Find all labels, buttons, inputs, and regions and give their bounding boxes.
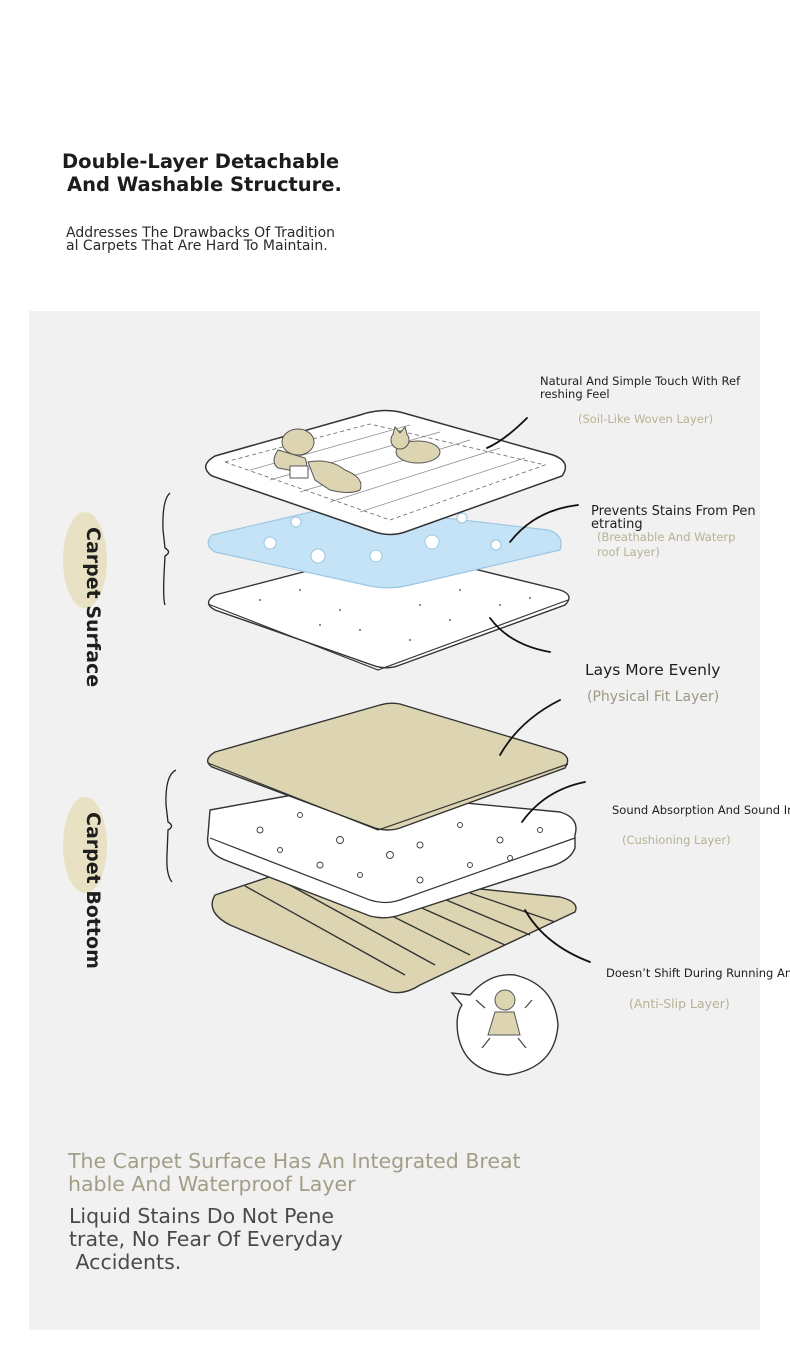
leader-base: [489, 617, 551, 653]
antislip-layer-name: (Anti-Slip Layer): [629, 996, 730, 1011]
leader-waterproof: [509, 504, 579, 543]
waterproof-layer-name: (Breathable And Waterp roof Layer): [597, 530, 787, 560]
fit-layer-desc: Lays More Evenly: [585, 661, 721, 679]
page-title: Double-Layer Detachable And Washable Str…: [62, 150, 402, 196]
carpet-surface-label: Carpet Surface: [82, 527, 104, 688]
subtitle-line-2: al Carpets That Are Hard To Maintain.: [66, 238, 328, 254]
surface-label-blob: [63, 512, 107, 608]
woven-layer-name: (Soil-Like Woven Layer): [578, 412, 714, 426]
title-line-1: Double-Layer Detachable: [62, 150, 340, 173]
title-line-2: And Washable Structure.: [67, 173, 342, 196]
subtitle-line-1: Addresses The Drawbacks Of Tradition: [66, 225, 336, 241]
waterproof-layer: [207, 506, 562, 589]
waterproof-name-line-2: roof Layer): [597, 545, 660, 559]
footer-title-line-1: The Carpet Surface Has An Integrated Bre…: [68, 1149, 521, 1173]
footer-desc-line-3: Accidents.: [69, 1250, 182, 1274]
carpet-bottom-label: Carpet Bottom: [82, 812, 104, 969]
woven-top-layer: [205, 409, 567, 536]
sleeping-cat-icon: [390, 425, 441, 464]
waterproof-desc-line-2: etrating: [591, 517, 643, 532]
cushion-layer-name: (Cushioning Layer): [622, 833, 731, 847]
footer-title-line-2: hable And Waterproof Layer: [68, 1172, 356, 1196]
waterproof-layer-desc: Prevents Stains From Pen etrating: [591, 505, 790, 531]
happy-child-icon: [450, 973, 559, 1076]
leader-antislip: [524, 909, 591, 963]
footer-desc-line-2: trate, No Fear Of Everyday: [69, 1227, 343, 1251]
cushion-layer-desc: Sound Absorption And Sound In: [612, 804, 790, 817]
leader-cushion: [521, 781, 586, 823]
woven-desc-line-2: reshing Feel: [540, 387, 610, 401]
waterproof-name-line-1: (Breathable And Waterp: [597, 530, 736, 544]
leader-woven: [486, 417, 528, 449]
leader-fit: [499, 699, 561, 756]
person-reading-icon: [273, 428, 362, 493]
footer-desc-line-1: Liquid Stains Do Not Pene: [69, 1204, 334, 1228]
water-bubble-icon: [263, 512, 502, 564]
waterproof-desc-line-1: Prevents Stains From Pen: [591, 504, 756, 519]
page-subtitle: Addresses The Drawbacks Of Tradition al …: [66, 225, 396, 254]
woven-desc-line-1: Natural And Simple Touch With Ref: [540, 374, 741, 388]
surface-brace: [162, 492, 171, 606]
woven-layer-desc: Natural And Simple Touch With Ref reshin…: [540, 375, 770, 401]
bottom-brace: [165, 769, 177, 883]
bottom-label-blob: [63, 797, 107, 893]
footer-description: Liquid Stains Do Not Pene trate, No Fear…: [69, 1205, 389, 1274]
footer-title: The Carpet Surface Has An Integrated Bre…: [68, 1150, 548, 1196]
physical-fit-layer: [207, 702, 569, 831]
fit-layer-name: (Physical Fit Layer): [587, 689, 720, 705]
antislip-layer-desc: Doesn’t Shift During Running And: [606, 967, 790, 980]
